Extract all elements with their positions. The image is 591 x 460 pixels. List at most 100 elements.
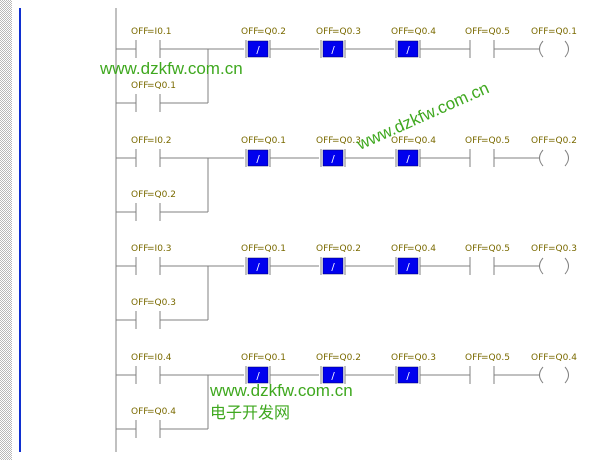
seal-in-contact-q0-2[interactable]: OFF=Q0.2 — [116, 158, 209, 221]
contact-address: =Q0.3 — [332, 136, 361, 146]
coil-right-arc — [564, 257, 569, 275]
coil-left-arc — [539, 257, 544, 275]
nc-contact-fill — [322, 40, 344, 58]
nc-contact-fill — [247, 366, 269, 384]
contact-address: =Q0.1 — [257, 353, 286, 363]
coil-state: OFF — [531, 244, 548, 254]
contact-state: OFF — [241, 27, 258, 37]
contact-address: =I0.4 — [147, 353, 172, 363]
coil-address: =Q0.4 — [548, 353, 577, 363]
nc-contact-fill — [247, 149, 269, 167]
watermark-url-1: www.dzkfw.com.cn — [99, 59, 243, 78]
contact-state: OFF — [465, 27, 482, 37]
no-contact-q0-5[interactable]: OFF=Q0.5 — [465, 136, 510, 167]
contact-address: =Q0.1 — [257, 244, 286, 254]
nc-contact-q0-3[interactable]: / OFF=Q0.3 — [316, 27, 361, 58]
coil-state: OFF — [531, 27, 548, 37]
coil-state: OFF — [531, 136, 548, 146]
contact-state: OFF — [316, 27, 333, 37]
coil-address: =Q0.3 — [548, 244, 577, 254]
contact-address: =Q0.5 — [481, 27, 510, 37]
contact-address: =Q0.5 — [481, 353, 510, 363]
nc-slash: / — [331, 262, 335, 273]
coil-left-arc — [539, 366, 544, 384]
coil-left-arc — [539, 40, 544, 58]
nc-contact-q0-2[interactable]: /OFF=Q0.2 — [316, 353, 361, 384]
seal-in-contact-q0-3[interactable]: OFF=Q0.3 — [116, 266, 209, 329]
nc-contact-fill — [397, 366, 419, 384]
contact-state: OFF — [131, 27, 148, 37]
nc-contact-fill — [247, 257, 269, 275]
contact-address: =I0.1 — [147, 27, 172, 37]
nc-slash: / — [256, 371, 260, 382]
contact-address: =Q0.3 — [332, 27, 361, 37]
nc-contact-fill — [397, 149, 419, 167]
contact-state: OFF — [131, 407, 148, 417]
nc-contact-fill — [322, 257, 344, 275]
no-contact-i0-3[interactable]: OFF=I0.3 — [131, 244, 172, 275]
no-contact-i0-2[interactable]: OFF=I0.2 — [131, 136, 172, 167]
contact-address: =Q0.5 — [481, 136, 510, 146]
nc-contact-fill — [397, 257, 419, 275]
seal-in-contact-q0-1[interactable]: OFF=Q0.1 — [116, 49, 209, 112]
nc-contact-q0-4[interactable]: /OFF=Q0.4 — [391, 244, 436, 275]
nc-contact-q0-1[interactable]: /OFF=Q0.1 — [241, 353, 286, 384]
coil-right-arc — [564, 149, 569, 167]
contact-address: =Q0.4 — [147, 407, 176, 417]
coil-right-arc — [564, 366, 569, 384]
contact-state: OFF — [241, 244, 258, 254]
nc-slash: / — [331, 371, 335, 382]
nc-contact-q0-1[interactable]: /OFF=Q0.1 — [241, 244, 286, 275]
contact-state: OFF — [391, 136, 408, 146]
nc-contact-q0-3[interactable]: /OFF=Q0.3 — [391, 353, 436, 384]
nc-contact-fill — [397, 40, 419, 58]
nc-slash: / — [331, 45, 335, 56]
nc-slash: / — [256, 45, 260, 56]
nc-contact-fill — [247, 40, 269, 58]
contact-state: OFF — [391, 353, 408, 363]
output-coil-q0-4[interactable]: OFF=Q0.4 — [531, 353, 577, 384]
contact-address: =Q0.3 — [407, 353, 436, 363]
contact-address: =Q0.2 — [257, 27, 286, 37]
no-contact-q0-5[interactable]: OFF=Q0.5 — [465, 353, 510, 384]
no-contact-i0-4[interactable]: OFF=I0.4 — [131, 353, 172, 384]
left-margin-strip — [0, 0, 12, 460]
output-coil-q0-2[interactable]: OFF=Q0.2 — [531, 136, 577, 167]
contact-state: OFF — [131, 244, 148, 254]
nc-slash: / — [256, 154, 260, 165]
nc-slash: / — [406, 262, 410, 273]
nc-contact-q0-1[interactable]: /OFF=Q0.1 — [241, 136, 286, 167]
contact-state: OFF — [391, 27, 408, 37]
output-coil-q0-1[interactable]: OFF=Q0.1 — [531, 27, 577, 58]
watermark-url-3: www.dzkfw.com.cn — [209, 381, 353, 400]
contact-state: OFF — [316, 353, 333, 363]
nc-contact-q0-2[interactable]: / OFF=Q0.2 — [241, 27, 286, 58]
contact-address: =Q0.4 — [407, 27, 436, 37]
contact-address: =Q0.4 — [407, 244, 436, 254]
contact-address: =Q0.1 — [257, 136, 286, 146]
nc-contact-fill — [322, 366, 344, 384]
nc-contact-q0-2[interactable]: /OFF=Q0.2 — [316, 244, 361, 275]
nc-contact-q0-3[interactable]: /OFF=Q0.3 — [316, 136, 361, 167]
nc-slash: / — [406, 45, 410, 56]
no-contact-q0-5[interactable]: OFF=Q0.5 — [465, 27, 510, 58]
contact-address: =Q0.3 — [147, 298, 176, 308]
contact-state: OFF — [465, 136, 482, 146]
coil-left-arc — [539, 149, 544, 167]
contact-address: =Q0.5 — [481, 244, 510, 254]
output-coil-q0-3[interactable]: OFF=Q0.3 — [531, 244, 577, 275]
no-contact-i0-1[interactable]: OFF=I0.1 — [131, 27, 172, 58]
contact-address: =Q0.2 — [332, 244, 361, 254]
coil-address: =Q0.2 — [548, 136, 577, 146]
nc-contact-q0-4[interactable]: /OFF=Q0.4 — [391, 136, 436, 167]
seal-in-contact-q0-4[interactable]: OFF=Q0.4 — [116, 375, 209, 438]
contact-address: =Q0.2 — [147, 190, 176, 200]
no-contact-q0-5[interactable]: OFF=Q0.5 — [465, 244, 510, 275]
nc-contact-q0-4[interactable]: / OFF=Q0.4 — [391, 27, 436, 58]
contact-state: OFF — [316, 136, 333, 146]
